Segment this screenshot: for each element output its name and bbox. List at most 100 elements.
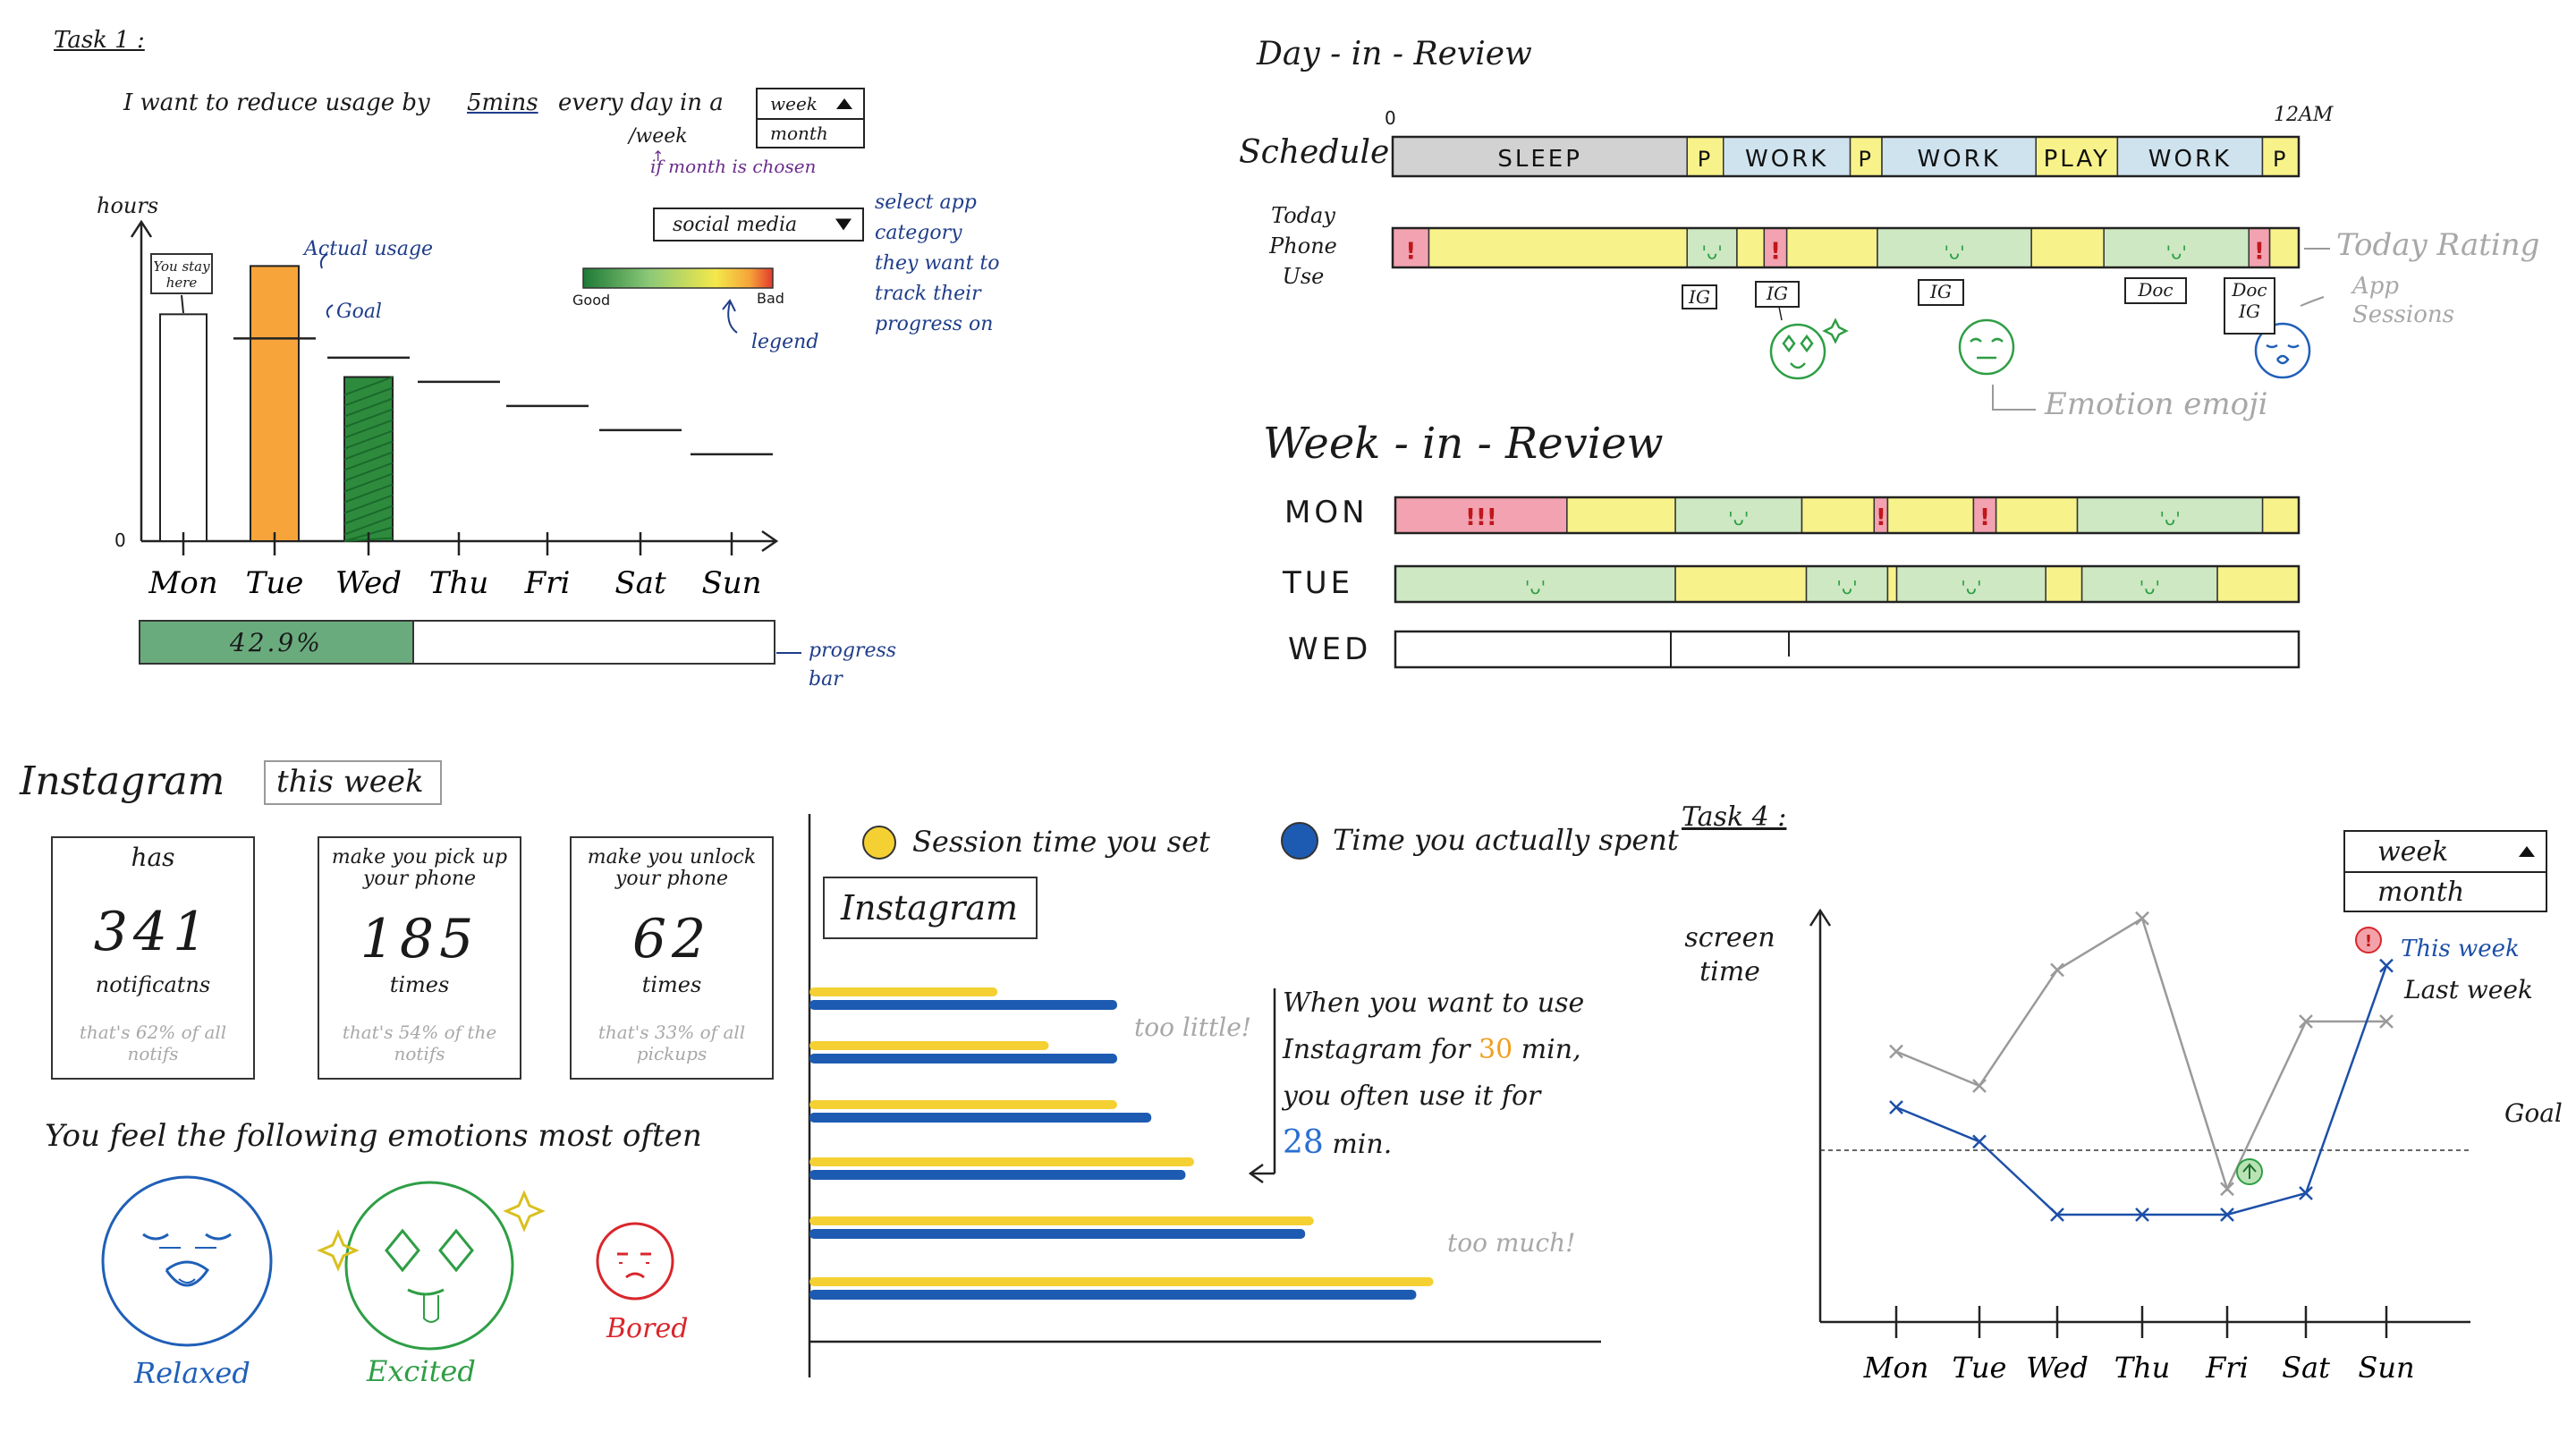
phone-use-segment[interactable] bbox=[1392, 227, 1430, 268]
week-mon-segment[interactable] bbox=[2261, 496, 2300, 534]
screen-time-label: screen time bbox=[1684, 922, 1775, 987]
task4-option-week[interactable]: week bbox=[2345, 832, 2546, 871]
task4-period-select[interactable]: week month bbox=[2343, 830, 2547, 912]
period-option-month[interactable]: month bbox=[758, 118, 863, 147]
phone-use-segment[interactable] bbox=[1763, 227, 1788, 268]
month-note: if month is chosen bbox=[650, 156, 817, 177]
phone-use-alert-mark: ! bbox=[1770, 238, 1781, 265]
legend-dot-set bbox=[862, 826, 896, 860]
phone-use-segment[interactable] bbox=[1428, 227, 1688, 268]
phone-use-segment[interactable] bbox=[1785, 227, 1878, 268]
card-title: make you pick up your phone bbox=[331, 846, 508, 890]
schedule-segment[interactable] bbox=[1392, 136, 1688, 177]
phone-use-segment[interactable] bbox=[2030, 227, 2105, 268]
legend-actual-label: Time you actually spent bbox=[1333, 823, 1679, 857]
usage-bar-hatch bbox=[343, 483, 394, 504]
set-minutes-value: 30 bbox=[1478, 1034, 1513, 1065]
week-mon-segment[interactable] bbox=[1674, 496, 1803, 534]
usage-bar-hatch bbox=[343, 440, 394, 461]
week-tue-segment[interactable] bbox=[2216, 565, 2300, 603]
instagram-period[interactable]: this week bbox=[264, 760, 442, 805]
legend-bad-label: Bad bbox=[757, 290, 784, 307]
point-this-week bbox=[1889, 1100, 1903, 1114]
card-share: that's 54% of the notifs bbox=[342, 1021, 497, 1064]
task4-title: Task 4 : bbox=[1682, 801, 1787, 833]
schedule-segment[interactable] bbox=[1881, 136, 2037, 177]
actual-minutes-value: 28 bbox=[1283, 1124, 1324, 1161]
progress-label: 42.9% bbox=[229, 627, 323, 657]
usage-bar-wed bbox=[343, 376, 394, 542]
too-much-note: too much! bbox=[1447, 1228, 1576, 1258]
week-bar-wed bbox=[1394, 630, 2301, 669]
card-unit: times bbox=[389, 972, 450, 997]
app-tag-doc-ig[interactable]: Doc IG bbox=[2224, 277, 2275, 335]
x-tick-label-fri: Fri bbox=[524, 565, 571, 601]
sessions-app-label[interactable]: Instagram bbox=[823, 877, 1038, 939]
week-tue-segment[interactable] bbox=[1674, 565, 1808, 603]
week-mon-segment[interactable] bbox=[1995, 496, 2079, 534]
card-number: 185 bbox=[360, 908, 479, 970]
legend-arrow bbox=[722, 299, 738, 334]
minutes-input[interactable]: 5mins bbox=[467, 89, 538, 116]
week-mon-alert-mark: !!! bbox=[1465, 504, 1497, 531]
app-tag-ig-3[interactable]: IG bbox=[1918, 279, 1964, 306]
usage-bar-hatch bbox=[343, 376, 394, 396]
app-sessions-note: App Sessions bbox=[2352, 273, 2454, 328]
x-tick-label-sun: Sun bbox=[701, 565, 761, 601]
task4-option-month[interactable]: month bbox=[2345, 871, 2546, 911]
card-title: make you unlock your phone bbox=[587, 846, 757, 890]
week-day-label-tue: TUE bbox=[1283, 565, 1354, 601]
excited-emoji-small bbox=[1769, 318, 1849, 380]
summary-line-1: When you want to use bbox=[1283, 987, 1585, 1019]
week-tue-happy-mark: 'ᴗ' bbox=[1836, 577, 1857, 598]
week-tue-segment[interactable] bbox=[1895, 565, 2046, 603]
point-this-week bbox=[2379, 958, 2394, 973]
x-tick-label-mon: Mon bbox=[148, 565, 217, 601]
goal-sentence-start: I want to reduce usage by bbox=[123, 89, 430, 116]
point-this-week bbox=[1972, 1134, 1987, 1149]
sessions-axes bbox=[808, 814, 1601, 1377]
app-category-dropdown[interactable]: social media bbox=[653, 208, 864, 242]
usage-bar-hatch bbox=[343, 408, 394, 428]
week-mon-happy-mark: 'ᴗ' bbox=[1728, 508, 1749, 530]
period-select[interactable]: week month bbox=[756, 88, 865, 148]
up-arrow-icon bbox=[2236, 1158, 2263, 1185]
legend-last-week: Last week bbox=[2404, 975, 2533, 1004]
week-mon-segment[interactable] bbox=[1566, 496, 1676, 534]
week-mon-segment[interactable] bbox=[1886, 496, 1975, 534]
month-note-arrow-icon: ↑ bbox=[652, 148, 665, 165]
week-tue-happy-mark: 'ᴗ' bbox=[1525, 577, 1546, 598]
svg-text:!: ! bbox=[2365, 932, 2372, 951]
app-tag-ig-1[interactable]: IG bbox=[1682, 284, 1717, 309]
instagram-title: Instagram bbox=[20, 758, 225, 804]
week-tue-segment[interactable] bbox=[1886, 565, 1898, 603]
progress-fill bbox=[140, 622, 414, 663]
x-tick-label-wed: Wed bbox=[2026, 1351, 2089, 1385]
week-mon-alert-mark: ! bbox=[1979, 504, 1990, 531]
point-last-week bbox=[2050, 962, 2064, 978]
week-mon-segment[interactable] bbox=[1972, 496, 1997, 534]
phone-use-segment[interactable] bbox=[1736, 227, 1766, 268]
week-mon-segment[interactable] bbox=[1801, 496, 1876, 534]
period-option-week[interactable]: week bbox=[758, 89, 863, 118]
session-set-bar bbox=[809, 1041, 1049, 1050]
app-tag-ig-2[interactable]: IG bbox=[1755, 281, 1800, 308]
x-tick-label-tue: Tue bbox=[246, 565, 304, 601]
schedule-segment[interactable] bbox=[2116, 136, 2264, 177]
phone-use-segment[interactable] bbox=[2268, 227, 2300, 268]
week-tue-segment[interactable] bbox=[2045, 565, 2083, 603]
point-last-week bbox=[1972, 1079, 1987, 1093]
week-bars: !!!'ᴗ'!!'ᴗ''ᴗ''ᴗ''ᴗ''ᴗ' bbox=[1394, 496, 2301, 669]
point-last-week bbox=[2299, 1014, 2313, 1029]
week-tue-segment[interactable] bbox=[1394, 565, 1676, 603]
week-mon-happy-mark: 'ᴗ' bbox=[2159, 508, 2180, 530]
week-bar-tue: 'ᴗ''ᴗ''ᴗ''ᴗ' bbox=[1394, 564, 2301, 604]
point-this-week bbox=[2135, 1208, 2149, 1222]
emotions-title: You feel the following emotions most oft… bbox=[45, 1118, 702, 1154]
x-tick-label-wed: Wed bbox=[335, 565, 402, 601]
usage-bar-hatch bbox=[343, 515, 394, 536]
relaxed-emoji bbox=[101, 1175, 273, 1347]
schedule-segment-label: P bbox=[1859, 147, 1874, 172]
app-tag-doc[interactable]: Doc bbox=[2124, 277, 2187, 304]
